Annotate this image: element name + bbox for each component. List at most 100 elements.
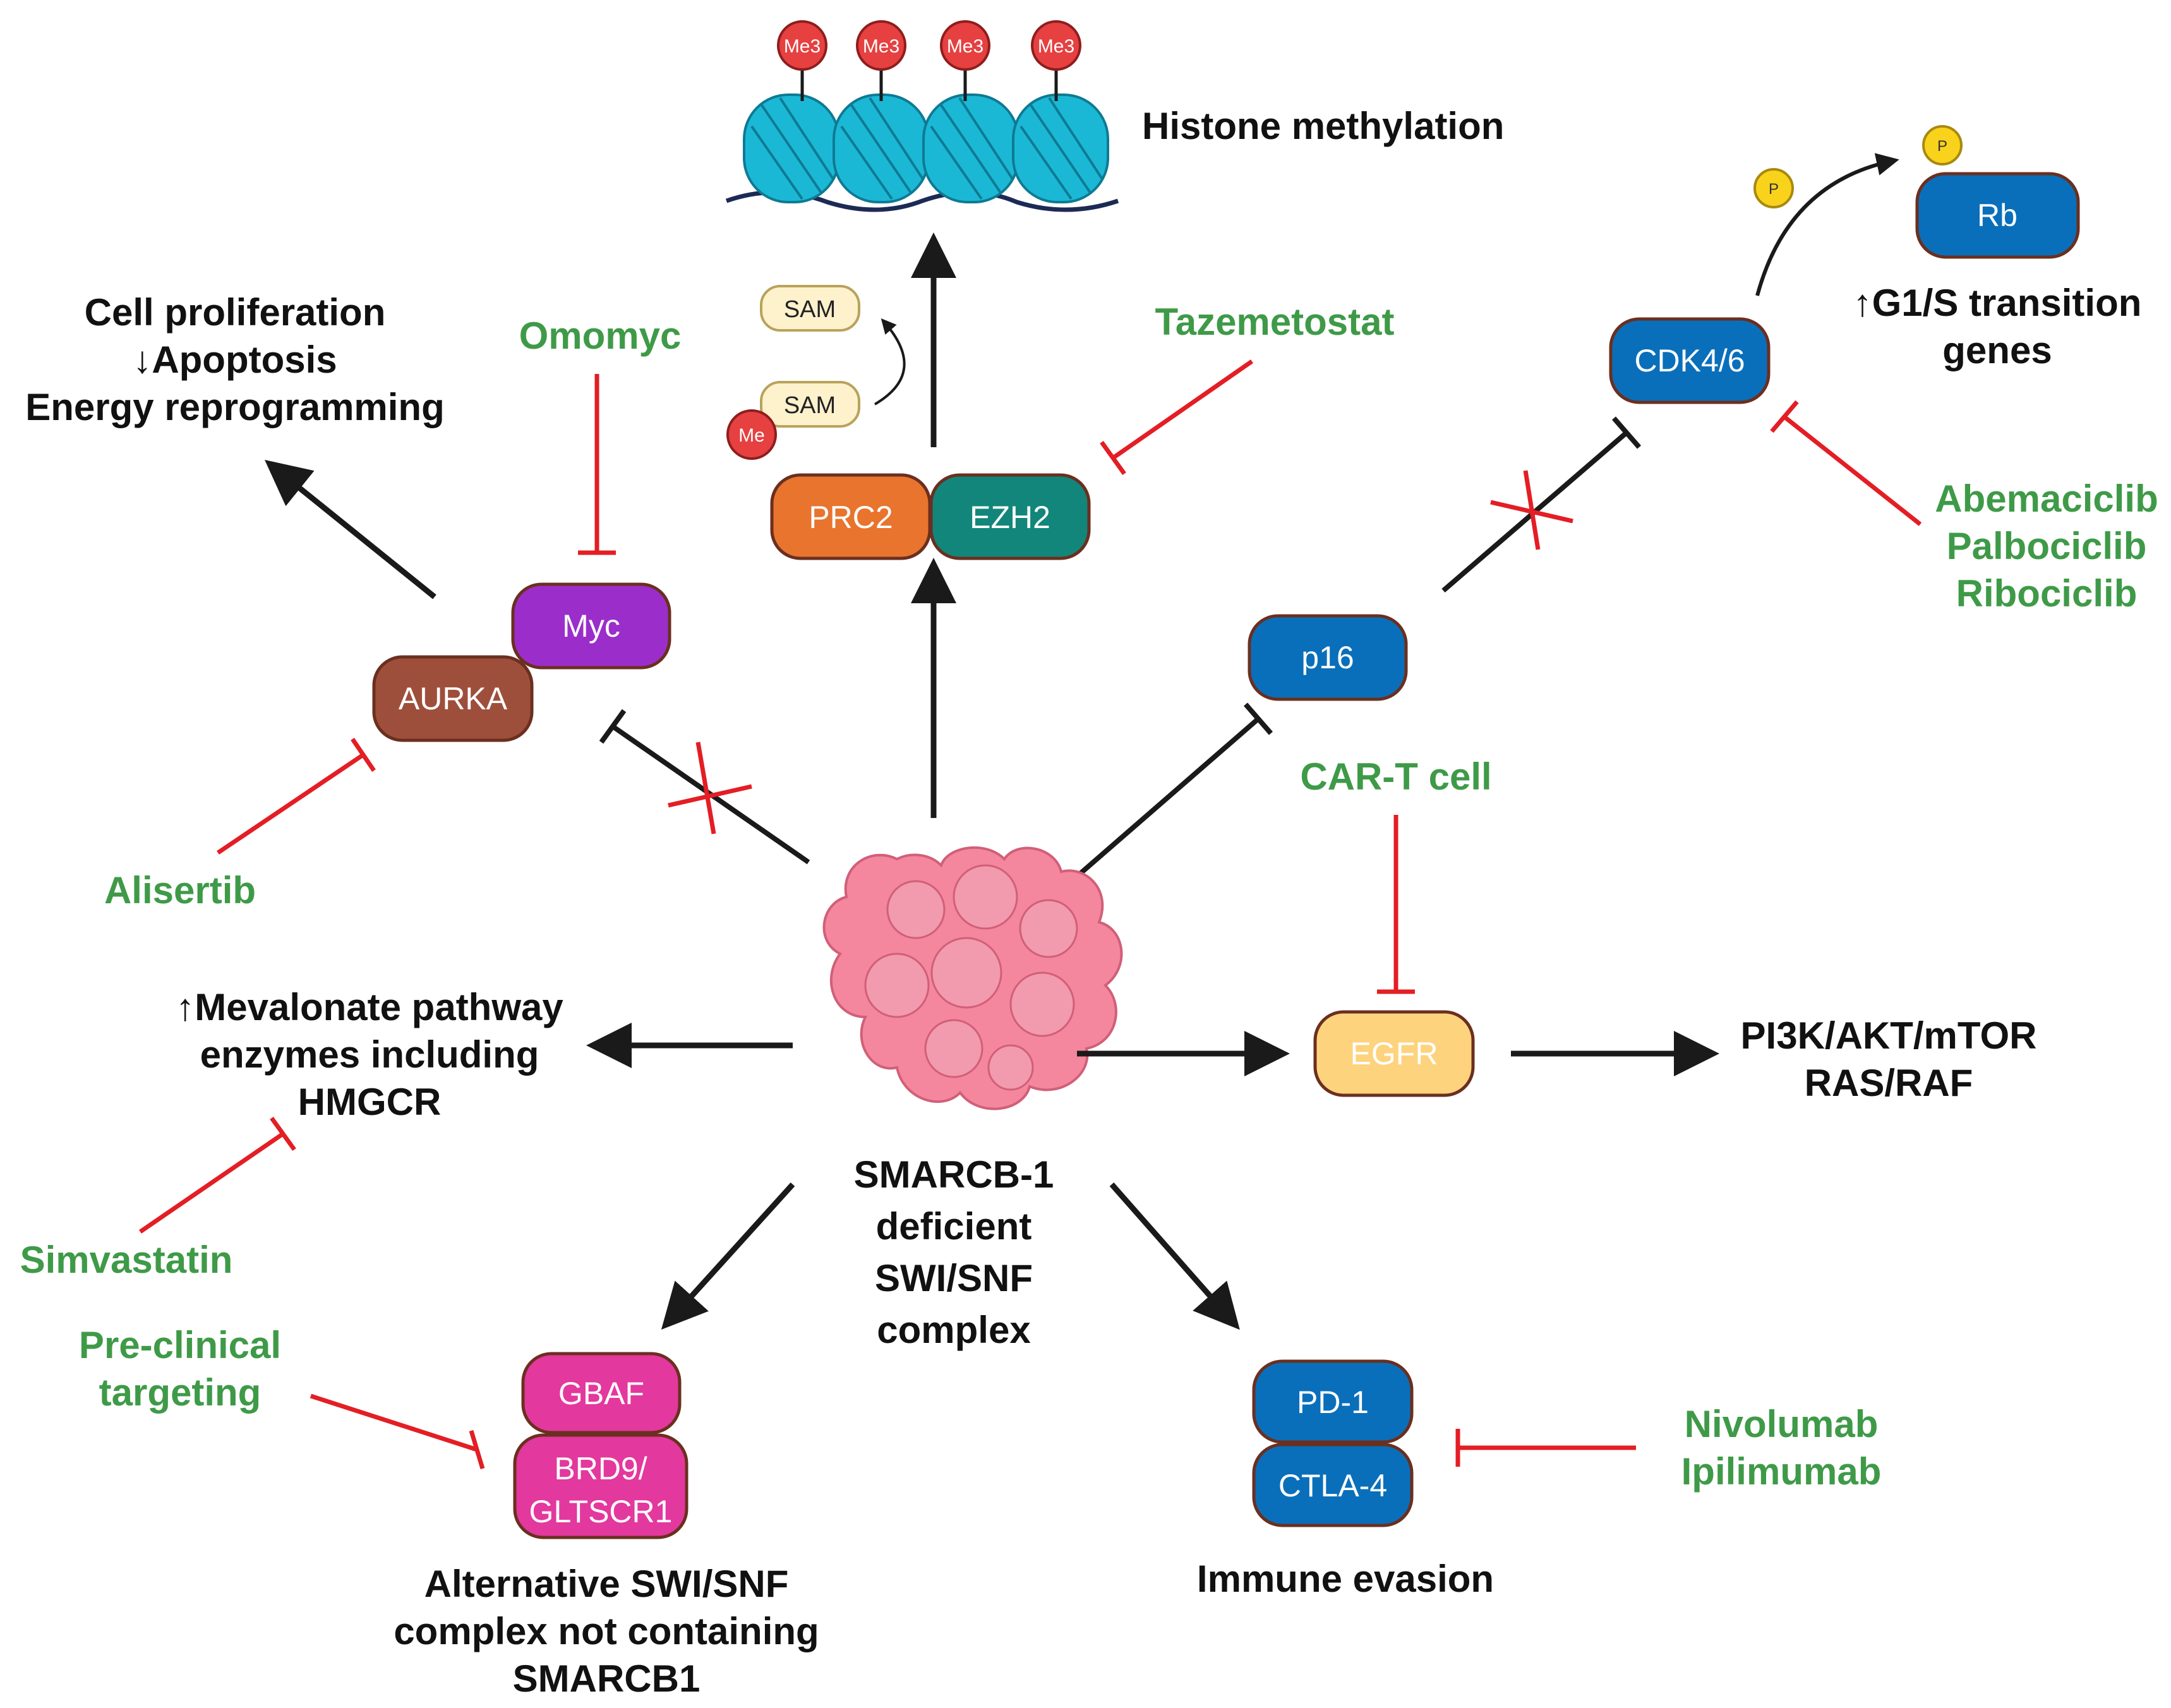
preclinical-line-1: Pre-clinical (79, 1324, 281, 1366)
block-cross-4 (1523, 470, 1541, 550)
me3-label-1: Me3 (784, 36, 821, 57)
ipilimumab-label: Ipilimumab (1681, 1450, 1882, 1493)
sam-cycle: SAM SAM Me (726, 285, 906, 460)
methyl-group-icon (726, 409, 777, 460)
phosphate-label-1: P (1769, 181, 1779, 198)
nucleosome-4 (1012, 93, 1109, 203)
pi3k-line-1: PI3K/AKT/mTOR (1741, 1014, 2037, 1057)
aurka-label: AURKA (399, 681, 508, 716)
nucleosome-2 (833, 93, 930, 203)
nucleosome-icon (725, 93, 1119, 212)
center-line-1: SMARCB-1 (854, 1153, 1054, 1196)
sam-label-top: SAM (784, 296, 836, 323)
me3-label-3: Me3 (947, 36, 983, 57)
phosphate-label-2: P (1937, 138, 1947, 155)
p16-label: p16 (1301, 640, 1354, 675)
me3-mark-2: Me3 (856, 20, 906, 101)
nivolumab-label: Nivolumab (1685, 1403, 1879, 1445)
proliferation-line-3: Energy reprogramming (25, 386, 445, 428)
ctla4-box (1252, 1443, 1414, 1527)
mevalonate-line-1: ↑Mevalonate pathway (176, 986, 563, 1028)
cdk46-label: CDK4/6 (1634, 343, 1745, 378)
ribociclib-label: Ribociclib (1956, 572, 2138, 615)
sam-demethylation-arrow (874, 318, 906, 406)
rb-box (1915, 172, 2080, 259)
proliferation-line-1: Cell proliferation (85, 291, 386, 334)
immune-evasion-label: Immune evasion (1197, 1558, 1494, 1600)
mevalonate-line-3: HMGCR (298, 1081, 442, 1123)
mevalonate-outcome: ↑Mevalonate pathway enzymes including HM… (176, 986, 563, 1123)
sam-box-bottom (760, 381, 860, 428)
sam-box-top (760, 285, 860, 332)
g1s-line-2: genes (1942, 329, 2052, 371)
proliferation-outcome: Cell proliferation ↓Apoptosis Energy rep… (25, 291, 445, 428)
egfr-box (1313, 1010, 1475, 1097)
omomyc-label: Omomyc (519, 315, 682, 357)
gbaf-label: GBAF (558, 1376, 644, 1411)
checkpoint-drugs-labels: Nivolumab Ipilimumab (1681, 1403, 1882, 1493)
phosphate-icon-2: P (1922, 125, 1963, 165)
center-complex-label: SMARCB-1 deficient SWI/SNF complex (854, 1153, 1054, 1351)
phosphate-icon-1: P (1753, 168, 1794, 208)
brd9-line-1: BRD9/ (554, 1451, 647, 1486)
pd1-label: PD-1 (1297, 1385, 1369, 1420)
sam-label-bottom: SAM (784, 392, 836, 419)
me3-label-2: Me3 (863, 36, 899, 57)
blocked-inhibit-p16-to-cdk (1441, 416, 1642, 593)
cdk-inhibitors-labels: Abemaciclib Palbociclib Ribociclib (1935, 478, 2158, 615)
ezh2-box (929, 473, 1091, 560)
histone-methylation-label: Histone methylation (1142, 105, 1504, 147)
rb-label: Rb (1977, 198, 2018, 233)
p16-box (1248, 614, 1408, 701)
simvastatin-label: Simvastatin (20, 1239, 233, 1281)
g1s-outcome: ↑G1/S transition genes (1853, 282, 2142, 371)
arrow-aurka-to-proliferation (264, 460, 436, 599)
brd9-line-2: GLTSCR1 (529, 1494, 673, 1529)
arrow-cdk-phosphorylates-rb (1755, 153, 1899, 296)
inhibit-cart (1377, 815, 1415, 994)
egfr-label: EGFR (1350, 1036, 1438, 1071)
brd9-box (513, 1433, 689, 1539)
nucleosome-1 (743, 93, 840, 203)
protein-complex-icon (822, 846, 1123, 1110)
preclinical-line-2: targeting (99, 1371, 262, 1414)
me3-mark-4: Me3 (1031, 20, 1081, 101)
ctla4-label: CTLA-4 (1278, 1468, 1387, 1503)
block-cross-1 (668, 784, 752, 808)
inhibit-tazemetostat (1100, 359, 1253, 476)
cart-label: CAR-T cell (1300, 755, 1491, 798)
block-cross-2 (695, 742, 716, 834)
pi3k-line-2: RAS/RAF (1805, 1062, 1973, 1104)
gbaf-box (521, 1352, 682, 1434)
aurka-box (372, 655, 534, 742)
inhibit-simvastatin (139, 1116, 296, 1234)
g1s-line-1: ↑G1/S transition (1853, 282, 2142, 324)
prc2-label: PRC2 (809, 500, 893, 535)
arrow-center-to-gbaf (661, 1182, 795, 1330)
inhibit-omomyc (578, 374, 616, 555)
palbociclib-label: Palbociclib (1947, 525, 2147, 567)
alisertib-label: Alisertib (104, 869, 256, 911)
alt-swisnf-line-2: complex not containing (394, 1610, 819, 1652)
me3-label-4: Me3 (1038, 36, 1074, 57)
arrow-center-to-pd1 (1109, 1182, 1240, 1330)
pd1-box (1252, 1359, 1414, 1444)
center-line-4: complex (877, 1309, 1030, 1351)
inhibit-cdk-inhibitors (1770, 400, 1922, 526)
inhibit-checkpoint (1455, 1429, 1636, 1467)
tazemetostat-label: Tazemetostat (1155, 301, 1395, 343)
myc-label: Myc (562, 608, 620, 644)
pi3k-outcome: PI3K/AKT/mTOR RAS/RAF (1741, 1014, 2037, 1104)
nucleosome-3 (922, 93, 1019, 203)
proliferation-line-2: ↓Apoptosis (133, 339, 337, 381)
inhibit-center-to-p16 (1073, 702, 1273, 881)
center-line-2: deficient (876, 1205, 1032, 1248)
alt-swisnf-outcome: Alternative SWI/SNF complex not containi… (394, 1563, 819, 1700)
methyl-label: Me (738, 425, 765, 446)
myc-box (511, 582, 671, 670)
me3-mark-1: Me3 (777, 20, 827, 101)
inhibit-alisertib (217, 738, 376, 855)
blocked-inhibit-center-to-myc (599, 709, 810, 865)
alt-swisnf-line-1: Alternative SWI/SNF (424, 1563, 789, 1605)
